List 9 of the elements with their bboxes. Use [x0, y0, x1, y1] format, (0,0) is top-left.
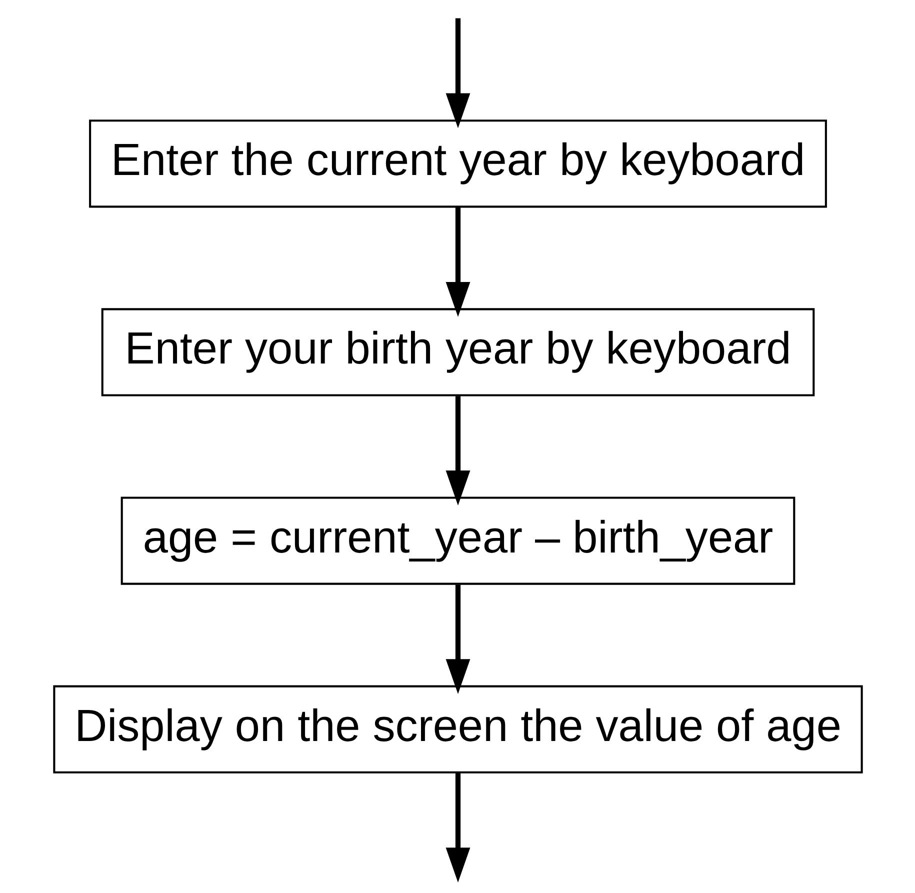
arrow — [445, 18, 470, 128]
arrow — [445, 396, 470, 506]
arrow — [445, 584, 470, 694]
node-box: Display on the screen the value of age — [52, 685, 862, 774]
arrow — [445, 772, 470, 882]
node-box: Enter your birth year by keyboard — [100, 308, 814, 396]
node-box: Enter the current year by keyboard — [88, 120, 826, 208]
arrow — [445, 208, 470, 317]
node-box: age = current_year – birth_year — [120, 496, 795, 585]
